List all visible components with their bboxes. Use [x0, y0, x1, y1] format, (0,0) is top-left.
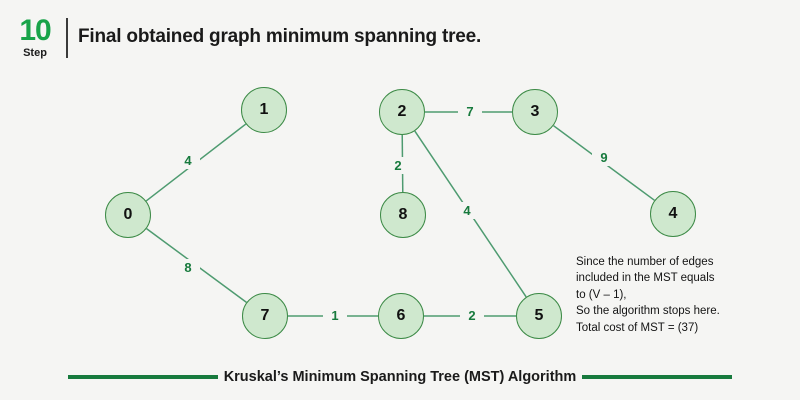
note-line-5: Total cost of MST = (37)	[576, 321, 699, 334]
edge-weight-0-7: 8	[176, 259, 200, 276]
graph-canvas: 0 1 2 3 4 5 6 7 8 4 8 7 2 4 9 1 2	[0, 66, 800, 356]
step-label: Step	[23, 47, 47, 59]
graph-node-1[interactable]: 1	[241, 87, 287, 133]
footer-caption: Kruskal’s Minimum Spanning Tree (MST) Al…	[223, 369, 577, 385]
note-line-4: So the algorithm stops here.	[576, 305, 720, 318]
edge-weight-3-4: 9	[592, 149, 616, 166]
edge-weight-2-5: 4	[455, 202, 479, 219]
graph-node-7[interactable]: 7	[242, 293, 288, 339]
graph-node-2[interactable]: 2	[379, 89, 425, 135]
graph-node-5[interactable]: 5	[516, 293, 562, 339]
graph-node-4[interactable]: 4	[650, 191, 696, 237]
edge-weight-6-5: 2	[460, 307, 484, 324]
note-line-2: included in the MST equals	[576, 272, 715, 285]
footer-rule-right	[582, 375, 733, 379]
edge-weight-2-3: 7	[458, 103, 482, 120]
edge-weight-0-1: 4	[176, 152, 200, 169]
graph-node-8[interactable]: 8	[380, 192, 426, 238]
footer-rule-left	[67, 375, 218, 379]
graph-node-0[interactable]: 0	[105, 192, 151, 238]
edge-weight-7-6: 1	[323, 307, 347, 324]
footer: Kruskal’s Minimum Spanning Tree (MST) Al…	[0, 362, 800, 392]
edge-weight-2-8: 2	[386, 157, 410, 174]
header-divider	[66, 18, 68, 58]
graph-node-3[interactable]: 3	[512, 89, 558, 135]
step-badge: 10 Step	[10, 16, 60, 60]
note-line-3: to (V – 1),	[576, 288, 627, 301]
header: 10 Step Final obtained graph minimum spa…	[0, 0, 800, 72]
note-line-1: Since the number of edges	[576, 256, 714, 268]
step-number: 10	[19, 14, 51, 47]
page-title: Final obtained graph minimum spanning tr…	[78, 26, 482, 47]
graph-node-6[interactable]: 6	[378, 293, 424, 339]
conclusion-note: Since the number of edges included in th…	[576, 254, 791, 336]
